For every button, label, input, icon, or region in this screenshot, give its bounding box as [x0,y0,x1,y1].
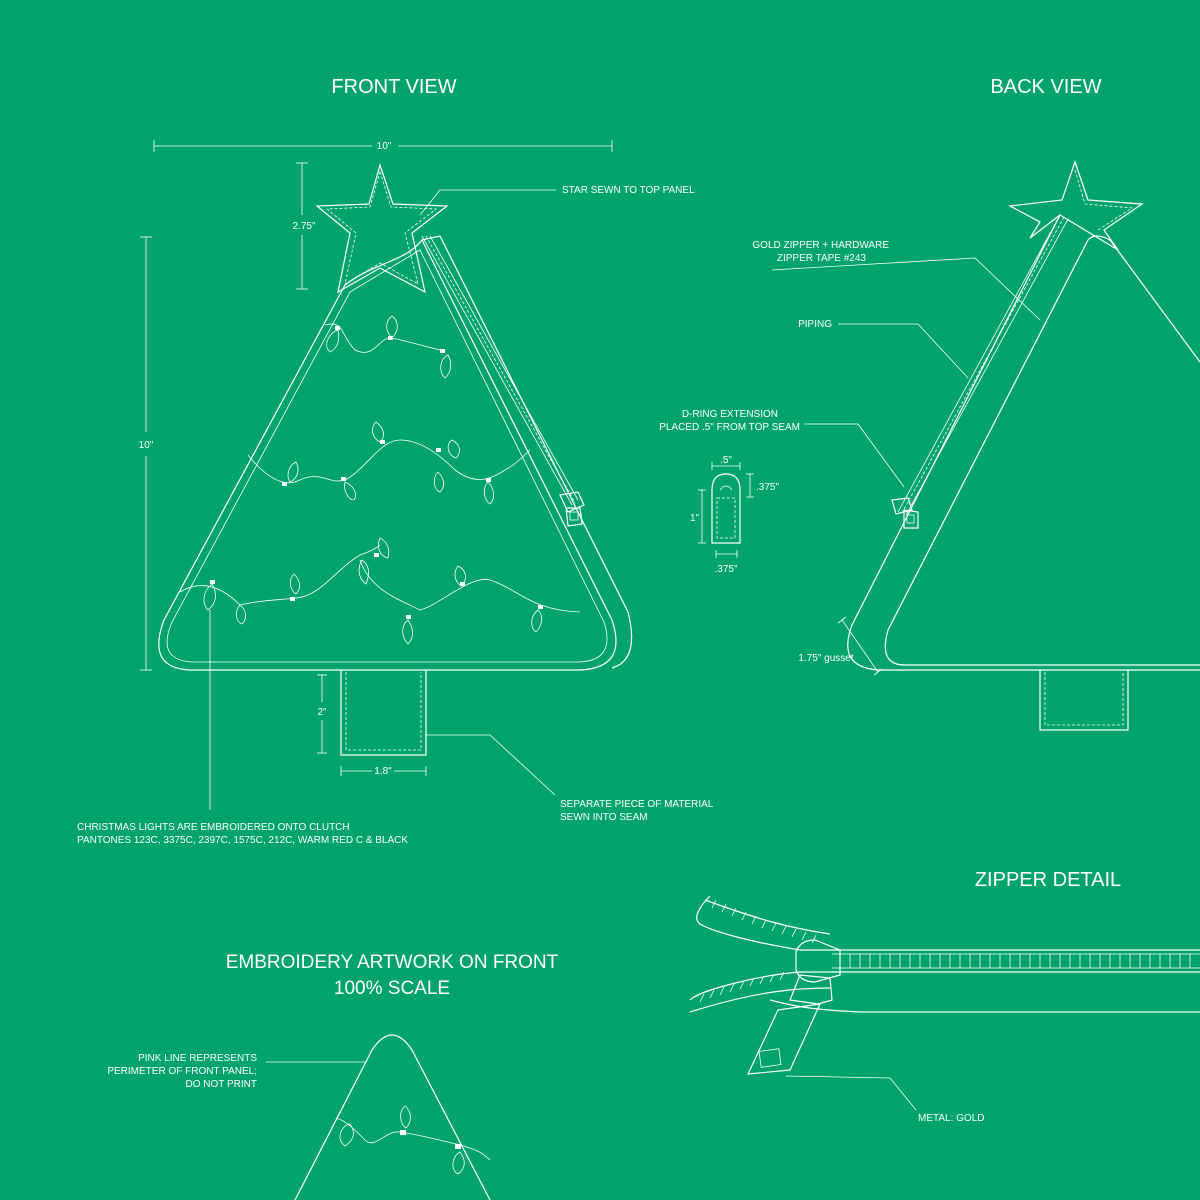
piping-callout: PIPING [798,319,832,330]
back-inner-panel [884,239,1200,666]
back-panel-outline [847,214,1200,671]
front-height-label: 10" [139,440,154,451]
lights-callout-1: CHRISTMAS LIGHTS ARE EMBROIDERED ONTO CL… [77,822,350,833]
embroidery-heading: EMBROIDERY ARTWORK ON FRONT [226,952,559,973]
metal-leader [785,1075,917,1111]
zipper-callout-2: ZIPPER TAPE #243 [777,253,867,264]
piping-leader [838,323,969,379]
separate-piece-callout-1: SEPARATE PIECE OF MATERIAL [560,799,714,810]
star-height-label: 2.75" [292,221,315,232]
back-star [1008,160,1144,251]
back-view-drawing [771,160,1200,731]
tab-height-dimension: 2" [317,674,327,754]
front-panel-seam [166,249,608,663]
zipper-leader [771,257,1041,321]
front-zipper-pull [559,491,585,527]
front-star [315,162,449,294]
zipper-slider [795,939,841,983]
front-zipper-tape [421,235,579,506]
dring-width-label: .5" [720,455,732,466]
tab-width-dimension: 1.8" [340,766,427,777]
front-width-label: 10" [377,141,392,152]
embroidery-scale-heading: 100% SCALE [334,978,450,999]
front-width-dimension: 10" [153,140,613,152]
lights-callout-2: PANTONES 123C, 3375C, 2397C, 1575C, 212C… [77,835,408,846]
dring-bottom-label: .375" [714,564,737,575]
front-tab [340,670,427,756]
separate-piece-callout-2: SEWN INTO SEAM [560,812,648,823]
metal-callout: METAL: GOLD [918,1113,985,1124]
dring-leader [804,423,905,488]
tab-leader [425,734,556,796]
embroidery-perimeter [294,1034,491,1200]
pink-line-callout-3: DO NOT PRINT [186,1079,257,1090]
back-zipper-pull [891,497,919,529]
front-lights-embroidery [179,315,581,645]
back-tab [1039,670,1129,731]
front-panel-outline [158,238,617,671]
gusset-dimension [841,619,879,673]
back-view-heading: BACK VIEW [990,76,1101,98]
star-leader [419,189,556,216]
embroidery-artwork [266,1034,491,1200]
front-view-heading: FRONT VIEW [331,76,456,98]
dring-height-label: 1" [690,513,700,524]
gusset-label: 1.75" gusset [798,653,853,664]
zipper-detail-drawing [689,895,1200,1111]
star-height-dimension: 2.75" [292,162,316,290]
tab-width-label: 1.8" [374,766,392,777]
pink-line-callout-1: PINK LINE REPRESENTS [138,1053,257,1064]
star-callout: STAR SEWN TO TOP PANEL [562,185,695,196]
front-height-dimension: 10" [139,236,154,671]
dring-detail [698,462,754,558]
front-gusset [421,235,633,669]
zipper-callout-1: GOLD ZIPPER + HARDWARE [752,240,889,251]
pink-line-callout-2: PERIMETER OF FRONT PANEL; [107,1066,257,1077]
front-view-drawing: 10" 10" 2.75" [139,140,633,810]
zipper-detail-heading: ZIPPER DETAIL [975,869,1121,891]
dring-callout-2: PLACED .5" FROM TOP SEAM [659,422,800,433]
zipper-puller [789,974,833,1005]
tab-height-label: 2" [317,707,327,718]
dring-loop-label: .375" [756,482,779,493]
dring-callout-1: D-RING EXTENSION [682,409,778,420]
